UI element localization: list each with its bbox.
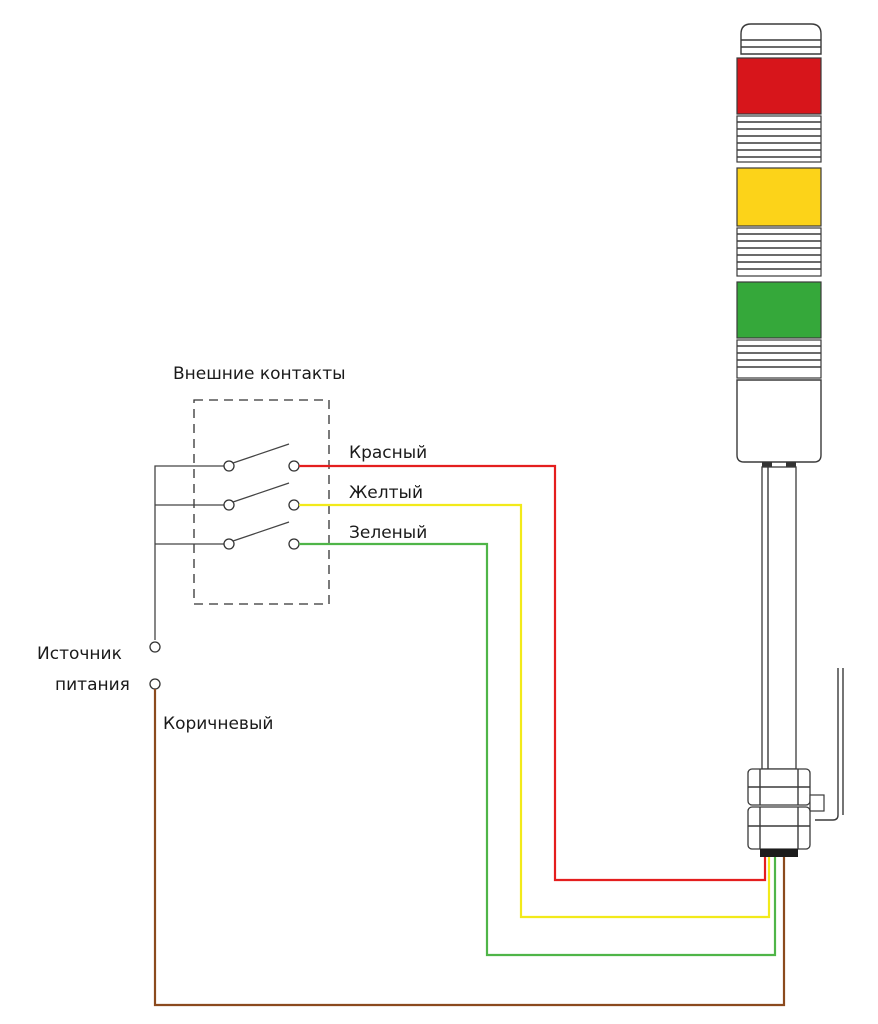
power-source-label-line2: питания — [55, 675, 130, 695]
yellow-wire — [299, 503, 771, 919]
tower-pole — [761, 466, 797, 770]
switch-red — [223, 443, 300, 472]
common-bus — [154, 465, 224, 640]
upper-nut — [747, 768, 811, 806]
switch-green — [223, 521, 300, 550]
tower-ring — [736, 115, 822, 163]
power-source-label-line1: Источник — [37, 644, 122, 664]
lower-nut — [747, 806, 811, 850]
tower-base — [736, 379, 822, 463]
red-lamp — [736, 57, 822, 115]
tower-ring — [736, 227, 822, 277]
power-terminal-top — [149, 641, 161, 653]
green-wire-label: Зеленый — [349, 523, 427, 543]
yellow-lamp — [736, 167, 822, 227]
green-wire — [299, 542, 777, 957]
tower-ring — [736, 339, 822, 379]
red-wire-label: Красный — [349, 443, 427, 463]
tower-cap — [740, 23, 822, 55]
yellow-wire-label: Желтый — [349, 483, 423, 503]
external-contacts-label: Внешние контакты — [173, 364, 346, 384]
power-terminal-bottom — [149, 678, 161, 690]
signal-tower — [736, 23, 844, 857]
brown-wire — [153, 689, 786, 1007]
brown-wire-label: Коричневый — [163, 714, 273, 734]
green-lamp — [736, 281, 822, 339]
external-contacts-box — [193, 399, 330, 605]
mounting-bracket — [815, 668, 839, 821]
switch-yellow — [223, 482, 300, 511]
red-wire — [299, 464, 767, 882]
